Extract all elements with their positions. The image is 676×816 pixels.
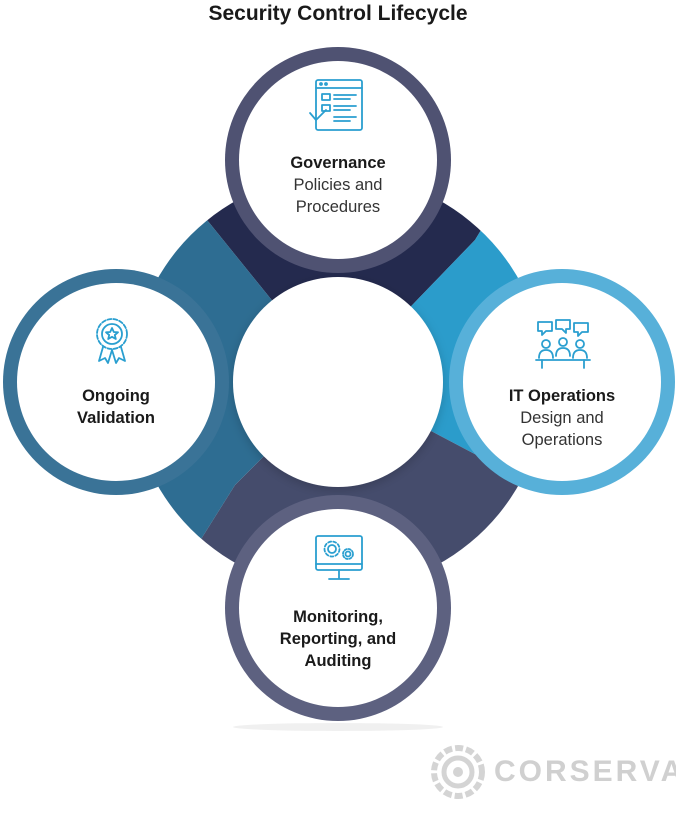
governance-subtitle-2: Procedures xyxy=(295,198,381,216)
team-meeting-icon xyxy=(535,319,591,369)
center-circle xyxy=(233,277,443,487)
it-operations-subtitle-2: Operations xyxy=(521,431,603,449)
monitoring-label: Monitoring, Reporting, and Auditing xyxy=(238,606,438,672)
governance-subtitle-1: Policies and xyxy=(293,176,383,194)
corserva-logo-text: CORSERVA xyxy=(494,755,676,788)
it-operations-label: IT Operations Design and Operations xyxy=(462,385,662,451)
monitoring-line-1: Monitoring, xyxy=(293,608,383,626)
node-governance xyxy=(225,47,451,273)
monitoring-line-2: Reporting, and xyxy=(279,630,397,648)
corserva-logo-icon xyxy=(431,745,485,799)
validation-label: Ongoing Validation xyxy=(16,385,216,429)
monitoring-line-3: Auditing xyxy=(304,652,372,670)
document-checklist-icon xyxy=(309,79,363,131)
it-operations-title: IT Operations xyxy=(508,387,616,405)
node-validation xyxy=(3,269,229,495)
governance-label: Governance Policies and Procedures xyxy=(238,152,438,218)
ground-shadow xyxy=(233,723,443,731)
node-monitoring xyxy=(225,495,451,721)
governance-title: Governance xyxy=(290,154,386,172)
validation-line-2: Validation xyxy=(77,409,155,427)
it-operations-subtitle-1: Design and xyxy=(520,409,604,427)
award-ribbon-icon xyxy=(96,318,128,364)
node-it-operations xyxy=(449,269,675,495)
validation-line-1: Ongoing xyxy=(82,387,150,405)
monitor-gears-icon xyxy=(315,535,363,580)
page-title: Security Control Lifecycle xyxy=(208,2,468,25)
